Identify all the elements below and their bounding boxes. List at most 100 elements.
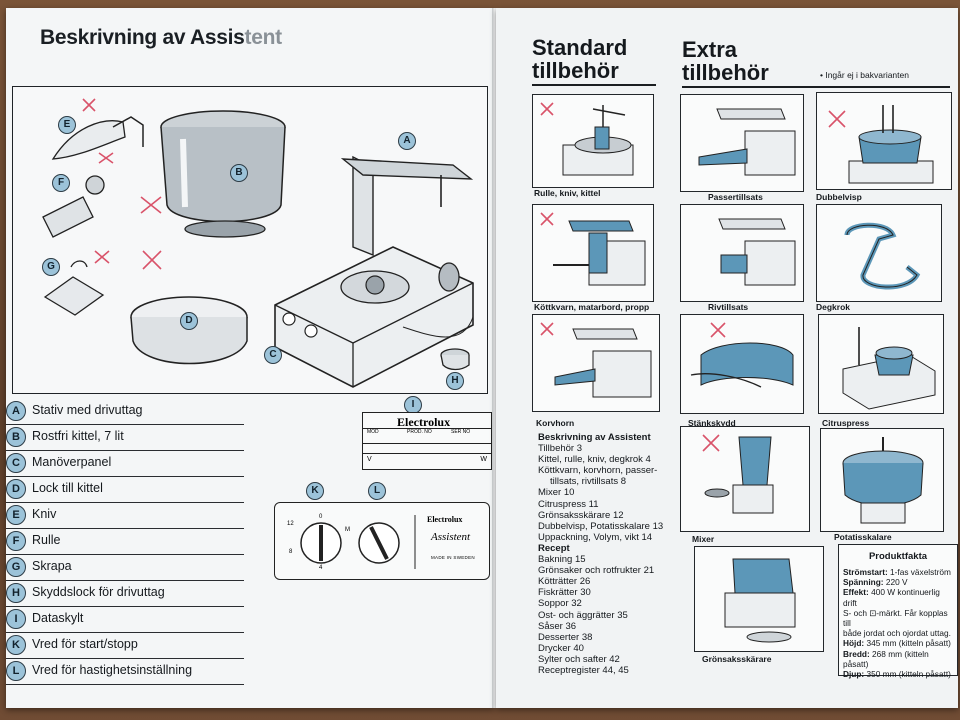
control-dials [300,515,416,569]
legend-label: Dataskylt [32,611,84,625]
legend-row: L Vred för hastighetsinställning [6,660,244,685]
fact-value: 1-fas växelström [890,567,951,577]
toc-entry: Receptregister 44, 45 [538,664,629,676]
legend-label: Manöverpanel [32,455,112,469]
legend-badge: K [6,635,26,655]
fact-key: Effekt: [843,587,869,598]
lid-illustration [130,296,248,365]
toc-entry: Bakning 15 [538,554,586,566]
plate-w: W [480,456,487,463]
product-diagram [12,86,488,394]
plate-divider [363,453,491,454]
toc-entry: Beskrivning av Assistent [538,432,651,443]
splash-guard-illustration [690,322,794,388]
product-facts-box: Produktfakta Strömstart: 1-fas växelströ… [838,544,958,679]
standard-title-line2: tillbehör [532,58,619,83]
fact-key: Höjd: [843,638,865,649]
control-panel-illustration: 12 M 8 4 0 Electrolux Assistent MADE IN … [274,502,490,580]
fact-row: Effekt: 400 W kontinuerlig drift [839,587,957,607]
fact-value: 400 W kontinuerlig drift [843,587,940,608]
title-text-1: Beskrivning av [40,26,186,49]
extra-title-line2: tillbehör [682,60,769,85]
accessory-image-potato-peeler [820,428,944,532]
accessory-image-double-whisk [816,92,952,190]
panel-made-in: MADE IN SWEDEN [431,555,475,560]
standard-title: Standard tillbehör [532,36,627,82]
legend-badge: L [6,661,26,681]
product-facts-title: Produktfakta [868,551,928,562]
legend-badge: F [6,531,26,551]
toc-entry: Soppor 32 [538,598,582,610]
legend-badge: H [6,583,26,603]
fact-key: Bredd: [843,648,870,659]
caption-citrus-press: Citruspress [822,418,870,428]
plate-brand: Electrolux [397,415,451,429]
vegetable-cutter-illustration [724,558,796,643]
standard-title-line1: Standard [532,35,628,60]
bowl-illustration [160,110,286,238]
legend-badge: C [6,453,26,473]
toc-entry: Sylter och safter 42 [538,653,620,665]
pasta-attachment-illustration [698,108,796,176]
legend-badge: D [6,479,26,499]
callout-b: B [230,164,248,182]
fact-row: både jordat och ojordat uttag. [839,628,957,638]
callout-a: A [398,132,416,150]
toc-entry: Desserter 38 [538,631,593,643]
panel-signature: Assistent [431,531,471,543]
fact-value: 220 V [885,577,908,588]
legend-label: Vred för hastighetsinställning [32,663,193,677]
fact-row: Spänning: 220 V [839,577,957,587]
accessory-image-mixer [680,426,810,532]
accessory-image-meat-grinder [532,204,654,302]
toc-entry: Drycker 40 [538,642,584,654]
fact-row: Strömstart: 1-fas växelström [839,567,957,577]
toc-entry: Tillbehör 3 [538,443,583,455]
legend-row: C Manöverpanel [6,452,244,477]
dial-label-4: 4 [319,565,323,571]
accessory-image-dough-hook [816,204,942,302]
dough-hook-illustration [844,222,921,290]
fact-value: både jordat och ojordat uttag. [843,628,951,639]
scraper-part-illustration [43,250,162,316]
title-text-3: tent [244,26,283,49]
caption-mixer: Mixer [692,534,715,544]
toc-entry: Fiskrätter 30 [538,587,591,599]
toc-entry: Kittel, rulle, kniv, degkrok 4 [538,454,651,466]
caption-meat-grinder: Köttkvarn, matarbord, propp [534,302,650,312]
extra-title-line1: Extra [682,37,738,62]
callout-e: E [58,116,76,134]
toc-entry: Kötträtter 26 [538,576,591,588]
double-whisk-illustration [828,105,934,184]
callout-d: D [180,312,198,330]
roller-knife-bowl-illustration [540,102,634,176]
caption-sausage-horn: Korvhorn [536,418,575,428]
callout-f: F [52,174,70,192]
caption-pasta-attachment: Passertillsats [708,192,763,202]
legend-badge: G [6,557,26,577]
legend-row: E Kniv [6,504,244,529]
accessory-image-vegetable-cutter [694,546,824,652]
meat-grinder-illustration [540,212,646,286]
toc-entry: Dubbelvisp, Potatisskalare 13 [538,520,664,532]
fact-row: Höjd: 345 mm (kitteln påsatt) [839,638,957,648]
legend-badge: B [6,427,26,447]
extra-title-rule [682,86,950,88]
legend-label: Skyddslock för drivuttag [32,585,165,599]
toc-entry: Grönsaksskärare 12 [538,509,624,521]
accessory-image-roller-knife-bowl [532,94,654,188]
plate-divider [363,428,491,429]
legend-label: Stativ med drivuttag [32,403,143,417]
fact-value: 350 mm (kitteln påsatt) [866,669,951,680]
legend-badge: E [6,505,26,525]
accessory-image-splash-guard [680,314,804,414]
legend-label: Kniv [32,507,57,521]
callout-c: C [264,346,282,364]
sausage-horn-illustration [540,322,652,398]
fact-value: 268 mm (kitteln påsatt) [843,648,929,669]
